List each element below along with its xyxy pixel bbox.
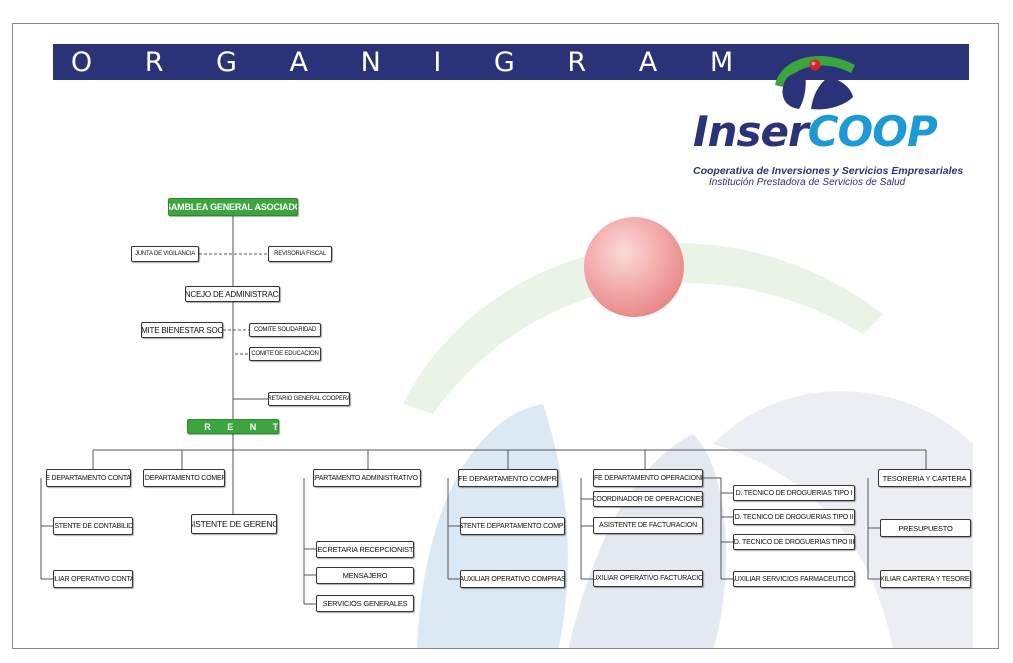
comite-educacion-box[interactable]: COMITE DE EDUCACION xyxy=(249,347,321,361)
asistente-contabilidad-box[interactable]: ASISTENTE DE CONTABILIDAD xyxy=(53,517,133,535)
auxiliar-compras-box[interactable]: AUXILIAR OPERATIVO COMPRAS xyxy=(460,570,565,588)
logo-name-inser: Inser xyxy=(693,107,809,156)
jefe-compras-box[interactable]: JEFE DEPARTAMENTO COMPRAS xyxy=(458,469,558,487)
secretaria-recepcionista-box[interactable]: SECRETARIA RECEPCIONISTA xyxy=(316,541,414,558)
revisoria-fiscal-box[interactable]: REVISORIA FISCAL xyxy=(268,246,332,262)
connector-lines xyxy=(40,216,927,605)
jefe-contable-box[interactable]: JEFE DEPARTAMENTO CONTABLE xyxy=(46,469,131,487)
comite-solidaridad-box[interactable]: COMITE SOLIDARIDAD xyxy=(249,323,321,337)
logo-tagline: Institución Prestadora de Servicios de S… xyxy=(709,177,906,188)
tecnico-drogueria-tipo-1-box[interactable]: D. TECNICO DE DROGUERIAS TIPO I xyxy=(733,485,855,501)
jefe-administrativo-box[interactable]: JEFE DEPARTAMENTO ADMINISTRATIVO Y RR.HH xyxy=(313,469,421,487)
tecnico-drogueria-tipo-3-box[interactable]: D. TECNICO DE DROGUERIAS TIPO III xyxy=(733,534,855,550)
asistente-facturacion-box[interactable]: ASISTENTE DE FACTURACION xyxy=(593,517,703,534)
servicios-generales-box[interactable]: SERVICIOS GENERALES xyxy=(316,595,414,612)
auxiliar-cartera-tesoreria-box[interactable]: AUXILIAR CARTERA Y TESORERIA xyxy=(880,570,971,588)
auxiliar-facturacion-box[interactable]: AUXILIAR OPERATIVO FACTURACION xyxy=(593,570,703,587)
junta-vigilancia-box[interactable]: JUNTA DE VIGILANCIA xyxy=(131,246,199,262)
insercoop-emblem-icon xyxy=(775,55,855,110)
jefe-operaciones-box[interactable]: JEFE DEPARTAMENTO OPERACIONES xyxy=(593,469,703,487)
mensajero-box[interactable]: MENSAJERO xyxy=(316,567,414,584)
asistente-compras-box[interactable]: ASISTENTE DEPARTAMENTO COMPRAS xyxy=(460,517,565,535)
auxiliar-operativo-contable-box[interactable]: AUXILIAR OPERATIVO CONTABLE xyxy=(53,570,133,588)
tesoreria-cartera-box[interactable]: TESORERIA Y CARTERA xyxy=(878,469,971,487)
gerente-box[interactable]: G E R E N T E xyxy=(187,419,279,434)
page-title: O R G A N I G R A M A xyxy=(70,47,756,116)
auxiliar-servicios-farmaceuticos-box[interactable]: AUXILIAR SERVICIOS FARMACEUTICOS xyxy=(733,571,855,587)
jefe-comercial-box[interactable]: JEFE DEPARTAMENTO COMERCIAL xyxy=(143,469,225,487)
logo-wordmark: InserCOOP xyxy=(693,107,938,156)
coordinador-operaciones-box[interactable]: COORDINADOR DE OPERACIONES xyxy=(593,491,703,507)
asistente-gerencia-box[interactable]: ASISTENTE DE GERENCIA xyxy=(191,514,277,534)
presupuesto-box[interactable]: PRESUPUESTO xyxy=(880,519,971,537)
concejo-administracion-box[interactable]: CONCEJO DE ADMINISTRACION xyxy=(185,286,280,302)
asamblea-general-box[interactable]: ASAMBLEA GENERAL ASOCIADOS xyxy=(168,198,298,216)
logo-name-coop: COOP xyxy=(807,107,938,156)
logo-subtitle: Cooperativa de Inversiones y Servicios E… xyxy=(693,165,964,177)
secretario-general-box[interactable]: SECRETARIO GENERAL COOPERATIVA xyxy=(268,392,350,406)
organigram-frame: O R G A N I G R A M A InserCOOP Cooperat… xyxy=(12,23,999,649)
tecnico-drogueria-tipo-2-box[interactable]: D. TECNICO DE DROGUERIAS TIPO II xyxy=(733,509,855,525)
comite-bienestar-box[interactable]: COMITE BIENESTAR SOCIAL xyxy=(141,322,223,338)
